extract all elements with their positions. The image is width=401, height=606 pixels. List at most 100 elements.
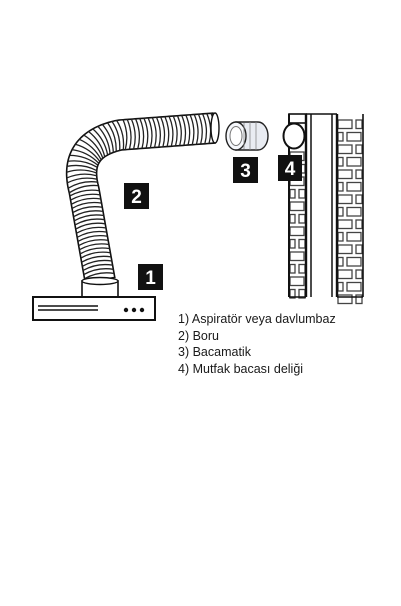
pipe-collar [81,276,119,299]
pipe-rib [139,118,145,149]
hood-button [123,307,129,313]
brick [355,169,363,180]
pipe-rib [73,210,104,218]
brick [298,188,306,199]
brick [355,269,363,280]
brick [289,188,296,199]
brick [289,276,305,287]
brick [346,156,362,167]
pipe-rib [172,115,178,147]
brick [289,251,305,262]
brick [346,181,362,192]
pipe-rib [111,121,121,151]
label-1-text: 1 [145,268,156,289]
pipe-rib [76,226,107,234]
pipe-rib [75,143,101,162]
pipe-rib [197,113,203,145]
pipe-rib [74,218,105,226]
brick [337,269,353,280]
pipe-rib [66,164,98,172]
pipe-rib [181,115,187,146]
pipe-rib [72,148,100,164]
pipe-rib [147,117,153,148]
pipe-rib [80,251,111,259]
flexible-pipe [65,112,220,284]
brick [289,263,296,274]
pipe-rib [92,128,109,156]
pipe-rib [202,113,208,144]
pipe-end [210,112,220,144]
pipe-rib [69,189,100,197]
range-hood [32,296,156,321]
pipe-rib [68,184,99,194]
brick [337,219,353,230]
label-2-text: 2 [131,187,142,208]
pipe-rib [77,234,108,243]
pipe-rib [126,119,132,150]
pipe-rib [71,201,102,209]
brick [337,181,344,192]
pipe-rib [70,193,101,201]
legend-item-valve: 3) Bacamatik [178,345,251,359]
brick [355,194,363,205]
pipe-rib [116,120,125,150]
pipe-rib [122,119,128,150]
legend-item-pipe: 2) Boru [178,328,219,343]
pipe-rib [106,122,117,152]
brick [355,119,363,130]
brick [346,256,362,267]
pipe-rib [97,125,111,154]
pipe-rib [151,117,157,148]
bacamatik-valve [225,121,269,151]
brick [337,144,353,155]
pipe-rib [130,118,136,150]
chimney-hole [282,122,306,150]
brick [346,231,362,242]
brick [337,194,353,205]
brick [355,219,363,230]
brick [289,226,305,237]
brick-wall-right [337,119,363,305]
pipe-rib [79,243,110,251]
brick [289,213,296,224]
pipe-rib [82,259,112,267]
pipe-rib [70,197,101,205]
label-3: 3 [233,157,258,183]
pipe-rib [66,177,98,184]
pipe-rib [66,173,97,179]
pipe-rib [83,134,104,159]
brick [289,201,305,212]
hood-button [139,307,145,313]
brick [298,213,306,224]
kitchen-wall [288,113,364,305]
pipe-rib [72,206,103,214]
brick [337,281,344,292]
pipe-rib [81,255,112,263]
brick [355,294,363,305]
brick [337,169,353,180]
pipe-rib [88,130,106,157]
pipe-rib [73,214,104,222]
pipe-rib [67,160,98,168]
pipe-rib [101,124,114,153]
brick [337,231,344,242]
brick [337,206,344,217]
brick [355,144,363,155]
pipe-rib [176,115,182,146]
pipe-rib [155,117,162,148]
brick [346,206,362,217]
label-1: 1 [138,264,163,290]
pipe-rib [193,114,199,145]
pipe-rib [67,181,98,189]
pipe-rib [75,222,106,230]
brick [298,238,306,249]
brick [298,263,306,274]
pipe-rib [69,154,99,166]
label-4-text: 4 [285,159,296,180]
pipe-rib [78,239,109,247]
pipe-rib [185,114,191,146]
pipe-rib [84,272,115,280]
brick [337,119,353,130]
brick [346,131,362,142]
